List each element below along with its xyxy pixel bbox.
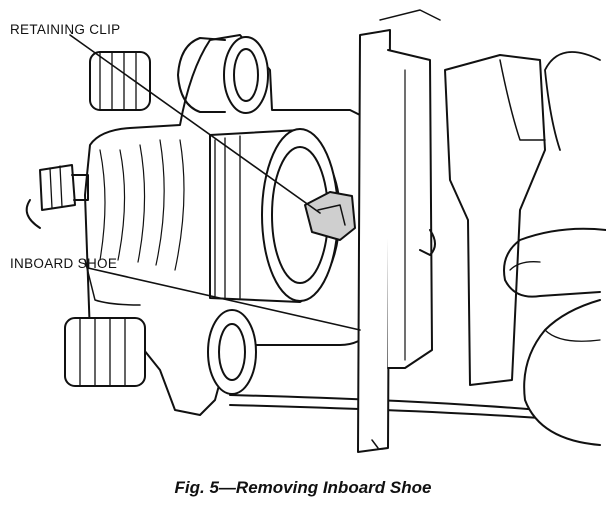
retaining-clip-label: RETAINING CLIP: [10, 22, 121, 37]
lower-guide-pin: [64, 309, 257, 395]
figure-caption: Fig. 5—Removing Inboard Shoe: [174, 478, 432, 497]
callout-leaders: [69, 34, 361, 331]
retaining-clip-part: [304, 191, 356, 241]
inboard-shoe-leader: [87, 267, 361, 331]
inboard-shoe-label: INBOARD SHOE: [10, 256, 118, 271]
hand: [419, 51, 606, 446]
retaining-clip-leader: [69, 34, 321, 214]
inboard-shoe-part: [357, 29, 433, 453]
upper-guide-pin: [89, 36, 269, 114]
mounting-bracket: [379, 9, 546, 386]
piston: [209, 128, 341, 303]
bleeder-fitting: [25, 164, 89, 229]
